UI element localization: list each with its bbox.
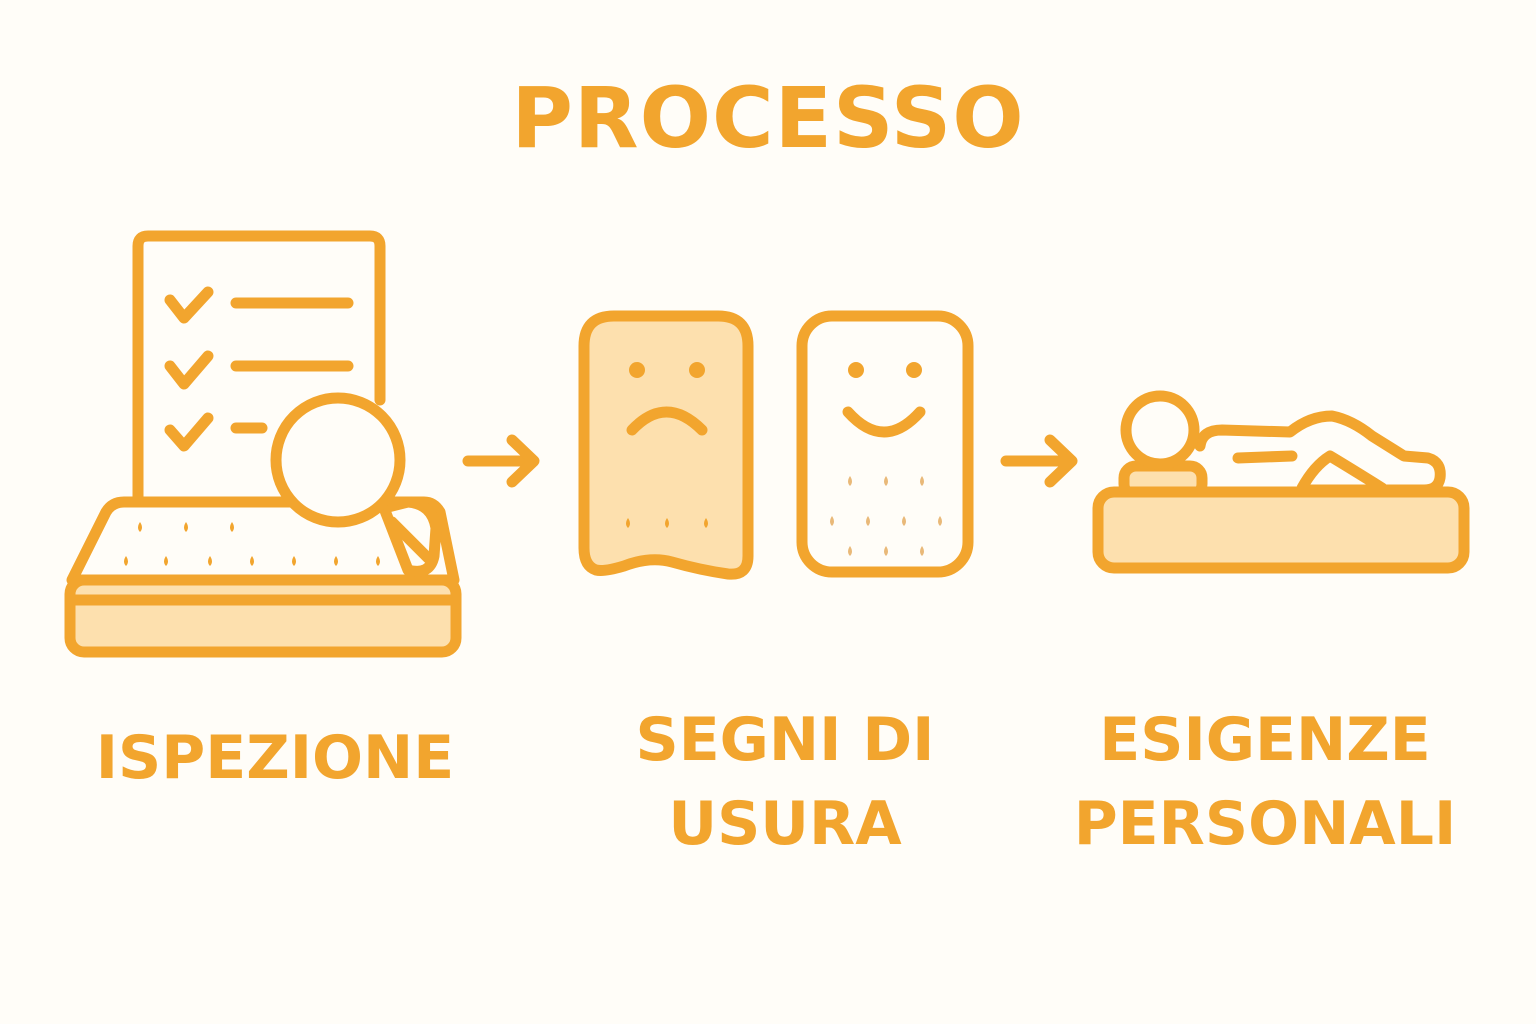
person-lying-on-mattress-icon — [1092, 390, 1470, 574]
new-mattress-icon — [796, 310, 974, 578]
mattress-dots — [124, 522, 380, 566]
checklist-document-icon — [132, 230, 386, 506]
magnifier-icon — [270, 392, 442, 577]
arrow-right-icon — [462, 434, 540, 488]
worn-mattress-icon — [578, 310, 754, 580]
arrow-right-icon — [1000, 434, 1078, 488]
worn-dots — [626, 518, 708, 528]
new-mattress-dots — [830, 476, 942, 556]
step-label-segni-di-usura: SEGNI DI USURA — [560, 698, 1010, 866]
mattress-checklist-magnifier-icon — [64, 230, 462, 658]
step-label-line: PERSONALI — [1073, 789, 1457, 859]
step-label-esigenze-personali: ESIGENZE PERSONALI — [1030, 698, 1500, 866]
step-label-line: ISPEZIONE — [95, 723, 455, 793]
step-label-line: SEGNI DI — [635, 705, 935, 775]
step-label-line: ESIGENZE — [1099, 705, 1431, 775]
step-label-line: USURA — [668, 789, 902, 859]
step-label-ispezione: ISPEZIONE — [40, 716, 510, 800]
diagram-title: PROCESSO — [511, 69, 1025, 167]
